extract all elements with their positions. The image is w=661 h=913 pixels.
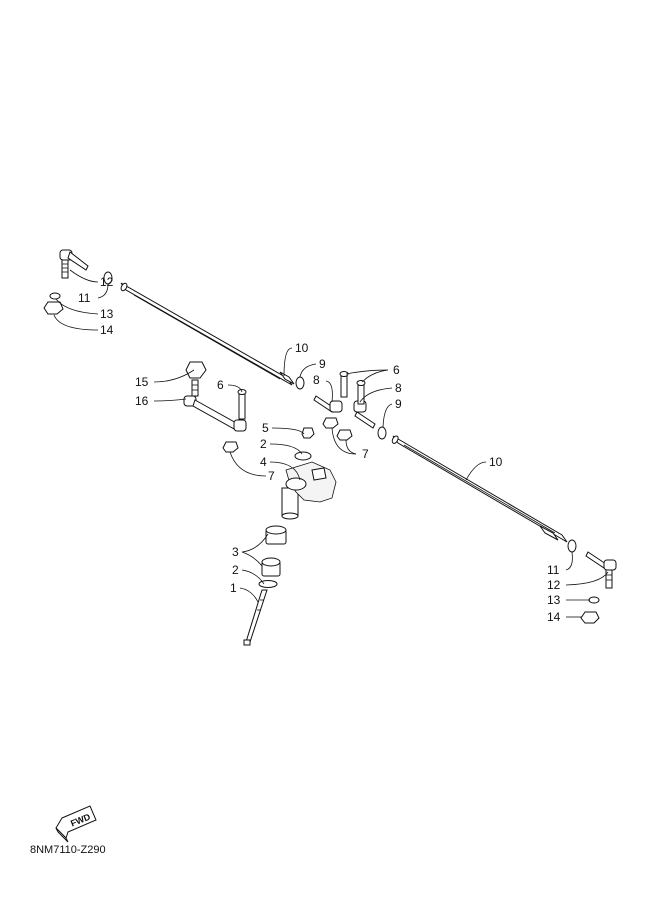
- callout-6-center: 6: [393, 363, 400, 377]
- callout-2-upper: 2: [260, 437, 267, 451]
- callout-10-left: 10: [295, 341, 309, 355]
- callout-16: 16: [135, 394, 149, 408]
- callout-14-lower: 14: [547, 610, 561, 624]
- tie-rod-left: [120, 282, 295, 386]
- callout-7-link: 7: [268, 469, 275, 483]
- callout-6-link: 6: [217, 378, 224, 392]
- callout-11-upper: 11: [78, 291, 91, 305]
- callout-12-upper: 12: [100, 275, 114, 289]
- callout-13-upper: 13: [100, 307, 114, 321]
- callout-labels: 12 11 13 14 10 9 8 6 8 9 7 10 15 16 6 7 …: [78, 275, 561, 624]
- callout-15: 15: [135, 375, 149, 389]
- center-ball-joints: [295, 371, 387, 441]
- callout-5: 5: [262, 421, 269, 435]
- callout-4: 4: [260, 455, 267, 469]
- leader-lines: [53, 269, 609, 618]
- link-rod-assembly: [183, 361, 247, 453]
- tie-rod-right: [391, 435, 568, 543]
- callout-9-center: 9: [319, 357, 326, 371]
- steering-column: [243, 427, 337, 646]
- callout-8-right: 8: [395, 381, 402, 395]
- drawing-code: 8NM7110-Z290: [30, 844, 106, 856]
- callout-2-lower: 2: [232, 563, 239, 577]
- callout-10-right: 10: [489, 455, 503, 469]
- callout-3: 3: [232, 545, 239, 559]
- tie-rod-end-lower-right: [567, 539, 617, 624]
- fwd-arrow-icon: FWD: [55, 805, 97, 843]
- callout-1: 1: [230, 581, 237, 595]
- callout-9-right: 9: [395, 397, 402, 411]
- callout-14-upper: 14: [100, 323, 114, 337]
- callout-12-lower: 12: [547, 578, 561, 592]
- callout-7-center: 7: [362, 447, 369, 461]
- callout-13-lower: 13: [547, 593, 561, 607]
- callout-8-center: 8: [313, 373, 320, 387]
- callout-11-lower: 11: [547, 563, 560, 577]
